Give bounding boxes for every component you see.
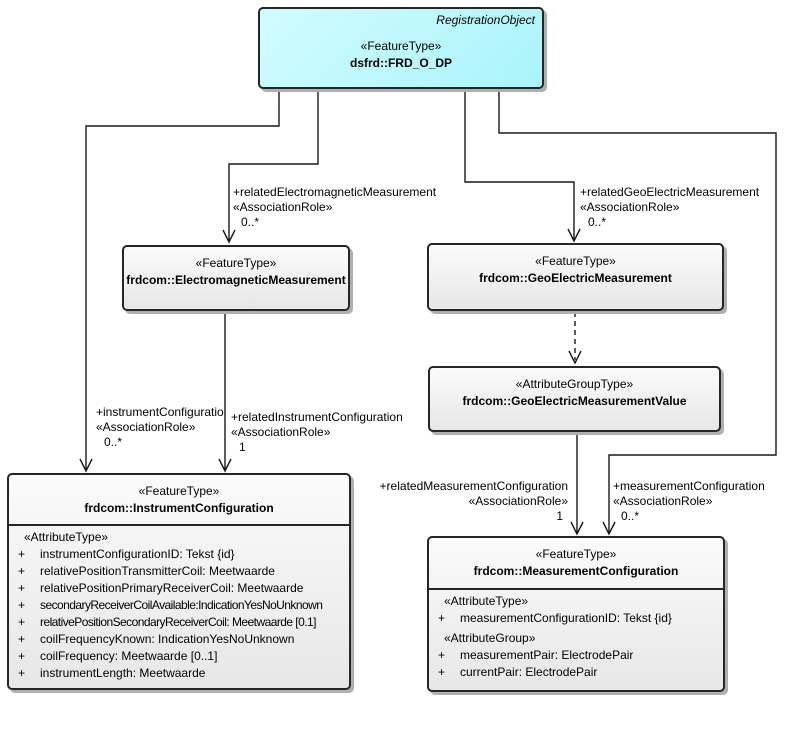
instrument-stereotype: «FeatureType» — [138, 484, 220, 498]
registration-object-tag: RegistrationObject — [436, 13, 535, 27]
attribute-row[interactable]: + coilFrequency: Meetwaarde [0..1] — [18, 649, 218, 663]
class-geoelectric-measurement-value[interactable]: «AttributeGroupType» frdcom::GeoElectric… — [428, 366, 721, 432]
assoc-label-related-measurement: +relatedMeasurementConfiguration «Associ… — [379, 479, 568, 523]
attribute-type-header: «AttributeType» — [444, 594, 529, 608]
instrument-attributes: «AttributeType» + instrumentConfiguratio… — [9, 526, 349, 682]
class-geoelectric-measurement[interactable]: «FeatureType» frdcom::GeoElectricMeasure… — [427, 243, 724, 311]
attribute-row[interactable]: + measurementPair: ElectrodePair — [438, 648, 634, 662]
frd-stereotype: «FeatureType» — [360, 39, 442, 53]
measurement-attribute-type-section: «AttributeType» + measurementConfigurati… — [429, 590, 723, 627]
frd-class-name: dsfrd::FRD_O_DP — [349, 56, 452, 70]
measurement-attribute-group-section: «AttributeGroup» + measurementPair: Elec… — [429, 627, 723, 681]
attribute-group-header: «AttributeGroup» — [444, 631, 536, 645]
dependency-geoelectric-to-value-arrowhead — [568, 350, 582, 365]
association-frd-to-electromagnetic[interactable] — [222, 89, 319, 244]
association-value-to-measurement[interactable] — [570, 432, 584, 536]
attribute-row[interactable]: + secondaryReceiverCoilAvailable:Indicat… — [18, 598, 323, 612]
attribute-row[interactable]: + relativePositionPrimaryReceiverCoil: M… — [18, 581, 304, 595]
assoc-label-instrument-configuration: +instrumentConfiguratio «AssociationRole… — [96, 405, 224, 449]
attribute-row[interactable]: + instrumentLength: Meetwaarde — [18, 666, 206, 680]
association-electromagnetic-to-instrument[interactable] — [218, 311, 232, 473]
measurement-stereotype: «FeatureType» — [535, 547, 617, 561]
class-electromagnetic-measurement[interactable]: «FeatureType» frdcom::ElectromagneticMea… — [122, 245, 350, 311]
attribute-row[interactable]: + relativePositionSecondaryReceiverCoil:… — [18, 615, 316, 629]
geoelectric-value-class-name: frdcom::GeoElectricMeasurementValue — [462, 394, 687, 408]
class-frd-o-dp[interactable]: RegistrationObject «FeatureType» dsfrd::… — [258, 7, 544, 89]
attribute-row[interactable]: + instrumentConfigurationID: Tekst {id} — [18, 547, 235, 561]
association-frd-to-geoelectric[interactable] — [464, 89, 581, 243]
measurement-class-name: frdcom::MeasurementConfiguration — [473, 564, 679, 578]
instrument-class-name: frdcom::InstrumentConfiguration — [84, 501, 274, 515]
attribute-row[interactable]: + measurementConfigurationID: Tekst {id} — [438, 611, 672, 625]
geoelectric-stereotype: «FeatureType» — [535, 254, 616, 268]
assoc-label-related-instrument: +relatedInstrumentConfiguration «Associa… — [231, 410, 403, 454]
class-instrument-configuration[interactable]: «FeatureType» frdcom::InstrumentConfigur… — [7, 473, 351, 690]
assoc-label-related-geoelectric: +relatedGeoElectricMeasurement «Associat… — [580, 185, 760, 229]
attribute-row[interactable]: + relativePositionTransmitterCoil: Meetw… — [18, 564, 275, 578]
association-frd-to-measurement[interactable] — [498, 89, 777, 536]
association-frd-to-instrument[interactable] — [79, 89, 280, 473]
attribute-row[interactable]: + currentPair: ElectrodePair — [438, 665, 598, 679]
geoelectric-class-name: frdcom::GeoElectricMeasurement — [479, 271, 672, 285]
assoc-label-related-electromagnetic: +relatedElectromagneticMeasurement «Asso… — [233, 185, 437, 229]
electromagnetic-stereotype: «FeatureType» — [195, 256, 277, 270]
attribute-row[interactable]: + coilFrequencyKnown: IndicationYesNoUnk… — [18, 632, 295, 646]
attribute-type-header: «AttributeType» — [24, 530, 109, 544]
assoc-label-measurement-configuration: +measurementConfiguration «AssociationRo… — [613, 479, 765, 523]
class-measurement-configuration[interactable]: «FeatureType» frdcom::MeasurementConfigu… — [427, 536, 725, 692]
electromagnetic-class-name: frdcom::ElectromagneticMeasurement — [126, 273, 346, 287]
geoelectric-value-stereotype: «AttributeGroupType» — [515, 377, 634, 391]
